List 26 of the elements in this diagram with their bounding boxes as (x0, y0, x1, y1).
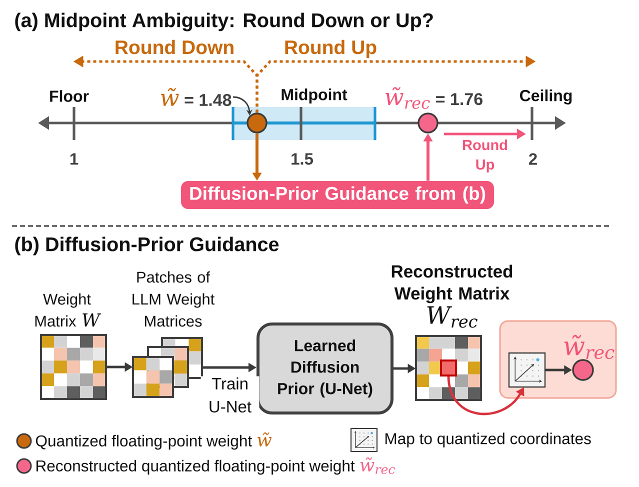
direction-label: Round Up (463, 140, 507, 172)
tick-label: 2 (529, 153, 537, 165)
heading: (b) Diffusion-Prior Guidance (15, 236, 279, 256)
axis-label: Midpoint (282, 88, 348, 104)
banner-box: Diffusion-Prior Guidance from (b) (181, 181, 494, 209)
chart-icon (508, 352, 546, 388)
symbol-label: w̃$_{rec}$ (564, 334, 614, 360)
value-label: w̃$_{rec}$ = 1.76 (386, 87, 482, 109)
axis-label: Floor (50, 90, 89, 102)
legend-text: Reconstructed quantized floating-point weight w̃$_{rec}$ (36, 457, 395, 475)
symbol-label: W$_{rec}$ (427, 306, 478, 328)
tick-label: 1.5 (292, 153, 314, 165)
edge-label: Train U-Net (200, 376, 260, 414)
caption-text: Reconstructed Weight Matrix (392, 264, 512, 304)
caption-text: Patches of LLM Weight Matrices (132, 271, 215, 327)
heading: (a) Midpoint Ambiguity: Round Down or Up? (15, 12, 433, 32)
tick-label: 1 (70, 153, 78, 165)
legend-text: Map to quantized coordinates (386, 432, 591, 448)
legend-text: Quantized floating-point weight w̃ (36, 432, 272, 450)
edge-label: Round Down (113, 38, 236, 56)
axis-label: Ceiling (520, 90, 572, 104)
edge-label: Round Up (282, 38, 378, 60)
process-box: Learned Diffusion Prior (U-Net) (256, 322, 394, 414)
caption-text: Weight Matrix W (35, 293, 102, 327)
highlight-cell (440, 360, 457, 376)
value-label: w̃ = 1.48 (160, 88, 232, 106)
